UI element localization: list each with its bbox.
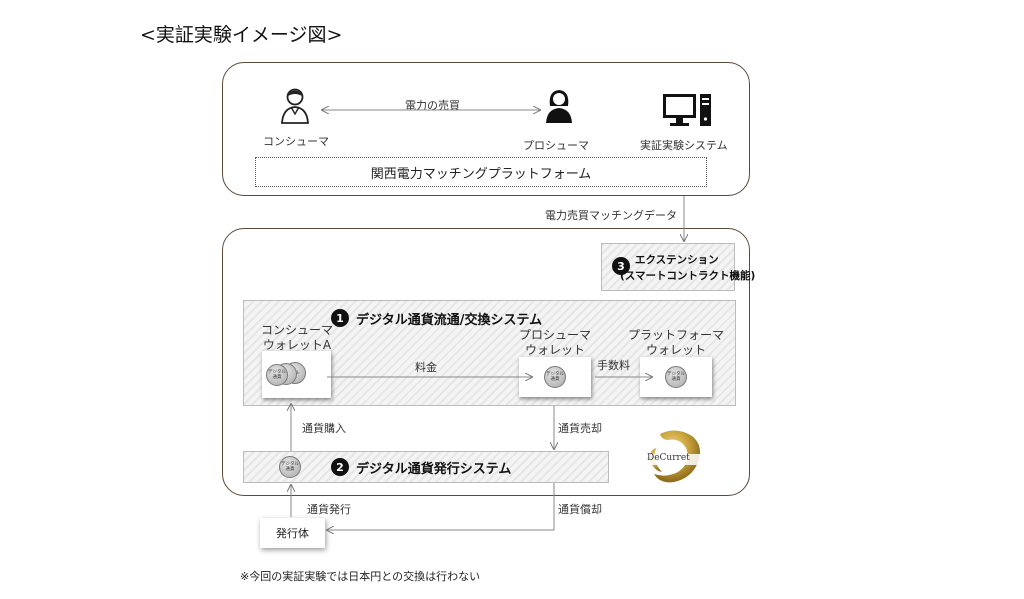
top-panel <box>222 62 750 196</box>
system1-title: デジタル通貨流通/交換システム <box>356 313 543 328</box>
decurret-logo-text: DeCurret <box>647 453 690 463</box>
diagram-title: <実証実験イメージ図> <box>140 24 343 46</box>
system-label: 実証実験システム <box>640 139 728 152</box>
platform-wallet-label: プラットフォーマ ウォレット <box>627 328 724 357</box>
consumer-label: コンシューマ <box>263 135 329 148</box>
currency-purchase-label: 通貨購入 <box>302 422 346 435</box>
computer-icon <box>663 94 711 126</box>
matching-platform-box: 関西電力マッチングプラットフォーム <box>255 157 707 187</box>
person-icon <box>281 88 309 124</box>
coin-icon: デジタル通貨 <box>279 456 301 478</box>
bottom-panel <box>222 228 750 496</box>
system2-title: デジタル通貨発行システム <box>356 462 512 477</box>
extension-box: 3 エクステンション (スマートコントラクト機能) <box>601 243 755 291</box>
matching-data-label: 電力売買マッチングデータ <box>545 209 677 222</box>
extension-title: エクステンション <box>635 254 719 266</box>
issuer-box: 発行体 <box>260 518 325 548</box>
commission-label: 手数料 <box>597 359 630 372</box>
platform-label: 関西電力マッチングプラットフォーム <box>370 166 592 182</box>
currency-issue-label: 通貨発行 <box>307 503 351 516</box>
system2-number-badge: 2 <box>331 458 349 476</box>
fee-label: 料金 <box>415 361 437 374</box>
coin-icon: デジタル通貨 <box>665 366 687 388</box>
currency-redeem-label: 通貨償却 <box>558 503 602 516</box>
currency-sale-label: 通貨売却 <box>558 422 602 435</box>
coin-icon: デジタル通貨 <box>266 364 288 386</box>
currency-redeem-arrow <box>327 483 555 530</box>
prosumer-wallet-label: プロシューマ ウォレット <box>518 328 591 357</box>
system1-number-badge: 1 <box>331 309 349 327</box>
prosumer-label: プロシューマ <box>523 139 589 152</box>
footnote: ※今回の実証実験では日本円との交換は行わない <box>240 570 481 583</box>
consumer-wallet-label: コンシューマ ウォレットA <box>260 323 333 352</box>
extension-subtitle: (スマートコントラクト機能) <box>620 270 756 282</box>
decurret-logo-icon <box>644 430 706 483</box>
issuer-label: 発行体 <box>276 527 309 540</box>
consumer-wallet-card: タル デジタル通貨 <box>262 351 331 398</box>
coin-icon: デジタル通貨 <box>544 366 566 388</box>
currency-issuance-system <box>243 451 609 483</box>
person-female-icon <box>546 90 572 123</box>
extension-number-badge: 3 <box>612 257 630 275</box>
